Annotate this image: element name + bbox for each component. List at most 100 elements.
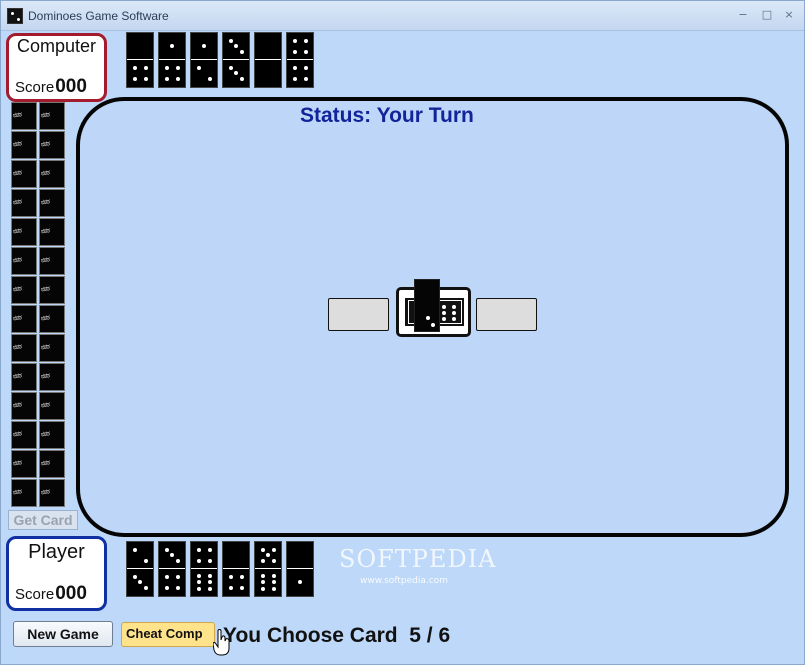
maximize-button[interactable]: □ — [761, 8, 773, 21]
computer-score-label: Score000 — [15, 76, 87, 97]
pip-6 — [452, 317, 457, 322]
player-domino[interactable] — [190, 541, 218, 597]
stock-domino[interactable] — [11, 421, 37, 449]
cheat-comp-button[interactable]: Cheat Comp — [121, 622, 215, 647]
pip-2 — [132, 547, 137, 552]
stock-domino[interactable] — [39, 479, 65, 507]
player-domino[interactable] — [126, 541, 154, 597]
pip-4 — [292, 65, 297, 70]
pip-4 — [164, 574, 169, 579]
player-domino[interactable] — [286, 541, 314, 597]
stock-domino[interactable] — [11, 131, 37, 159]
played-domino-pip — [426, 316, 430, 320]
pip-4 — [196, 559, 201, 564]
stock-domino[interactable] — [11, 305, 37, 333]
pip-4 — [164, 586, 169, 591]
player-domino-bottom-half — [159, 569, 185, 596]
computer-score-panel: Computer Score000 — [6, 33, 107, 102]
stock-domino[interactable] — [39, 218, 65, 246]
player-domino-bottom-half — [191, 569, 217, 596]
pip-6 — [272, 580, 277, 585]
stock-domino[interactable] — [11, 334, 37, 362]
stock-domino[interactable] — [39, 247, 65, 275]
pip-4 — [304, 65, 309, 70]
computer-hand — [126, 32, 314, 88]
stock-domino[interactable] — [11, 189, 37, 217]
pip-6 — [196, 573, 201, 578]
softpedia-watermark: SOFTPEDIA — [339, 545, 497, 573]
stock-domino[interactable] — [11, 450, 37, 478]
computer-domino-bottom-half — [159, 60, 185, 87]
stock-domino[interactable] — [39, 102, 65, 130]
stock-domino[interactable] — [11, 363, 37, 391]
pip-4 — [176, 586, 181, 591]
stock-domino[interactable] — [39, 189, 65, 217]
computer-domino-top-half — [287, 33, 313, 60]
played-domino-pip — [431, 323, 435, 327]
pip-5 — [266, 553, 271, 558]
pip-6 — [272, 587, 277, 592]
minimize-button[interactable]: − — [738, 8, 748, 21]
pip-1 — [202, 44, 207, 49]
pip-6 — [260, 587, 265, 592]
pip-4 — [176, 65, 181, 70]
stock-domino[interactable] — [39, 392, 65, 420]
stock-domino[interactable] — [39, 160, 65, 188]
pip-6 — [452, 311, 457, 316]
pip-6 — [196, 587, 201, 592]
pip-6 — [260, 573, 265, 578]
stock-domino[interactable] — [39, 276, 65, 304]
pip-6 — [208, 573, 213, 578]
stock-domino[interactable] — [11, 160, 37, 188]
player-domino[interactable] — [222, 541, 250, 597]
pip-4 — [164, 65, 169, 70]
stock-domino[interactable] — [11, 479, 37, 507]
pip-2 — [144, 559, 149, 564]
domino-stock[interactable] — [11, 102, 67, 507]
player-domino-bottom-half — [287, 569, 313, 596]
pip-3 — [176, 559, 181, 564]
pip-4 — [176, 574, 181, 579]
stock-domino[interactable] — [11, 218, 37, 246]
title-bar[interactable]: Dominoes Game Software − □ × — [1, 1, 804, 31]
stock-domino[interactable] — [39, 305, 65, 333]
computer-domino-top-half — [127, 33, 153, 60]
player-domino-top-half — [255, 542, 281, 569]
computer-domino-bottom-half — [287, 60, 313, 87]
computer-domino-top-half — [255, 33, 281, 60]
stock-domino[interactable] — [11, 102, 37, 130]
player-domino-top-half — [127, 542, 153, 569]
new-game-button[interactable]: New Game — [13, 621, 113, 647]
pip-6 — [442, 305, 447, 310]
pip-4 — [176, 77, 181, 82]
stock-domino[interactable] — [39, 450, 65, 478]
pip-6 — [442, 317, 447, 322]
pip-1 — [298, 580, 303, 585]
stock-domino[interactable] — [11, 247, 37, 275]
get-card-button[interactable]: Get Card — [8, 510, 78, 530]
pip-4 — [132, 77, 137, 82]
pip-3 — [132, 574, 137, 579]
player-domino[interactable] — [254, 541, 282, 597]
pip-3 — [240, 77, 245, 82]
stock-domino[interactable] — [39, 131, 65, 159]
close-button[interactable]: × — [784, 8, 794, 21]
right-play-slot[interactable] — [476, 298, 537, 331]
stock-domino[interactable] — [11, 276, 37, 304]
left-play-slot[interactable] — [328, 298, 389, 331]
player-hand[interactable] — [126, 541, 314, 597]
stock-domino[interactable] — [39, 334, 65, 362]
stock-domino[interactable] — [11, 392, 37, 420]
pip-6 — [208, 580, 213, 585]
player-domino[interactable] — [158, 541, 186, 597]
pip-2 — [196, 65, 201, 70]
stock-domino[interactable] — [39, 363, 65, 391]
pip-3 — [240, 50, 245, 55]
pip-3 — [228, 38, 233, 43]
pip-4 — [292, 50, 297, 55]
pip-4 — [304, 38, 309, 43]
pip-4 — [144, 77, 149, 82]
player-score-panel: Player Score000 — [6, 536, 107, 611]
stock-domino[interactable] — [39, 421, 65, 449]
